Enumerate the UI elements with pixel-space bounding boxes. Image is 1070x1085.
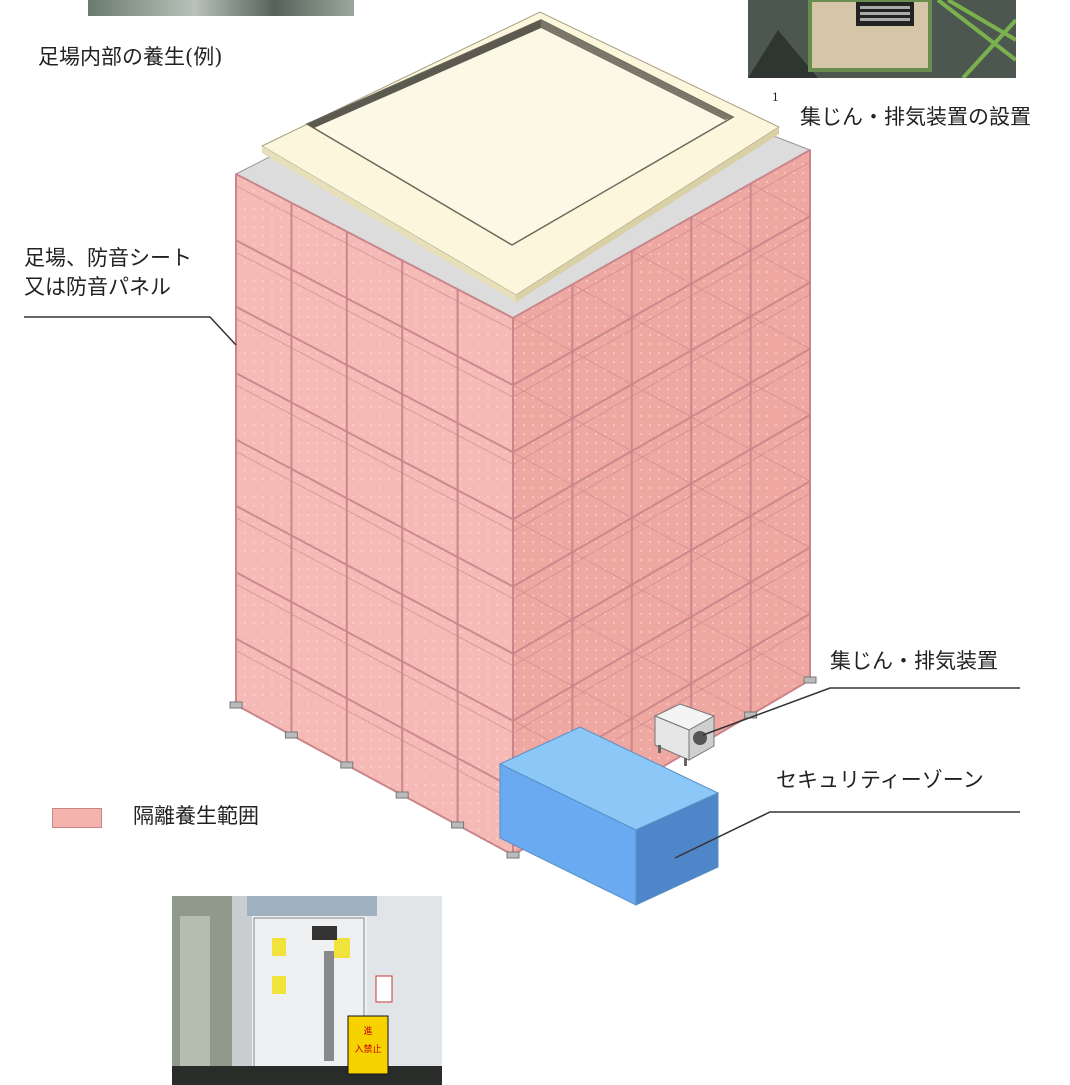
scaffold-rail-left xyxy=(235,583,514,734)
scaffold-label-line1: 足場、防音シート xyxy=(24,246,192,270)
scaffold-brace-right xyxy=(572,283,633,319)
scaffold-floor-line-right xyxy=(512,347,811,521)
security-zone-photo-illustration: 進 入禁止 xyxy=(172,896,442,1085)
scaffold-brace-right xyxy=(690,483,751,517)
scaffold-base-plate xyxy=(284,731,298,739)
sign-text-1: 進 xyxy=(363,1025,372,1037)
legend-isolation-swatch xyxy=(52,808,102,828)
inner-protection-label: 足場内部の養生(例) xyxy=(38,45,223,69)
scaffold-rail-left xyxy=(235,384,514,532)
scaffold-brace-right xyxy=(750,382,811,416)
scaffold-brace-right xyxy=(512,518,573,553)
scaffold-brace-right xyxy=(572,484,633,519)
scaffold-brace-right xyxy=(690,349,751,384)
scaffold-base-plate xyxy=(229,701,243,709)
scaffold-brace-right xyxy=(690,682,751,716)
scaffold-brace-right xyxy=(512,317,573,352)
scaffold-leader-line xyxy=(24,316,237,346)
legend-isolation-label: 隔離養生範囲 xyxy=(133,804,259,828)
scaffold-brace-right xyxy=(631,584,692,618)
scaffold-rail-right xyxy=(512,227,811,398)
scaffold-brace-right xyxy=(572,618,633,652)
scaffold-floor-line-left xyxy=(235,504,514,655)
scaffold-brace-right xyxy=(690,549,751,583)
scaffold-brace-right xyxy=(512,653,573,687)
scaffold-floor-line-right xyxy=(512,546,811,722)
scaffold-brace-right xyxy=(572,551,633,586)
scaffold-brace-right xyxy=(750,249,811,283)
scaffold-base-plate xyxy=(803,676,817,684)
security-zone-photo: 進 入禁止 xyxy=(172,896,442,1085)
security-zone-leader-line xyxy=(674,811,1020,859)
security-zone-box xyxy=(498,726,720,906)
scaffold-rail-right xyxy=(512,293,811,465)
no-entry-sign: 進 入禁止 xyxy=(347,1015,389,1075)
scaffold-brace-right xyxy=(631,450,692,485)
scaffold-brace-right xyxy=(572,350,633,385)
collector-photo-illustration xyxy=(748,0,1016,78)
scaffold-brace-right xyxy=(750,183,811,217)
scaffold-floor-line-right xyxy=(512,215,811,386)
scaffold-base-plate xyxy=(395,791,409,799)
collector-label: 集じん・排気装置 xyxy=(830,649,998,673)
scaffold-rail-left xyxy=(235,185,514,331)
scaffold-brace-right xyxy=(572,685,633,719)
scaffold-floor-line-left xyxy=(235,305,514,454)
scaffold-rail-right xyxy=(512,558,811,734)
scaffold-floor-line-left xyxy=(235,372,514,521)
collector-leader-line xyxy=(702,687,1020,736)
scaffold-base-plate xyxy=(506,851,520,859)
collector-install-photo xyxy=(748,0,1016,78)
scaffold-base-plate xyxy=(340,761,354,769)
scaffold-rail-left xyxy=(235,318,514,465)
scaffold-floor-line-left xyxy=(235,438,514,588)
scaffold-floor-line-right xyxy=(512,414,811,588)
scaffold-rail-right xyxy=(512,360,811,532)
scaffold-brace-right xyxy=(512,384,573,419)
scaffold-brace-right xyxy=(512,586,573,620)
scaffold-brace-right xyxy=(631,250,692,285)
scaffold-floor-line-right xyxy=(512,480,811,655)
scaffold-brace-right xyxy=(690,216,751,251)
scaffold-brace-right xyxy=(572,417,633,452)
scaffold-floor-line-right xyxy=(512,281,811,454)
scaffold-brace-right xyxy=(750,648,811,681)
scaffold-brace-right xyxy=(690,616,751,650)
scaffold-brace-right xyxy=(631,651,692,684)
scaffold-floor-line-left xyxy=(235,571,514,722)
scaffold-rail-right xyxy=(512,492,811,667)
scaffold-rail-left xyxy=(235,704,514,856)
scaffold-brace-right xyxy=(750,515,811,548)
scaffold-rail-left xyxy=(235,650,514,801)
page-mark: 1 xyxy=(772,91,779,104)
scaffold-brace-right xyxy=(631,517,692,551)
scaffold-brace-right xyxy=(750,448,811,482)
scaffold-floor-line-right xyxy=(512,149,811,319)
scaffold-floor-line-left xyxy=(235,239,514,387)
scaffold-brace-right xyxy=(750,316,811,350)
collector-install-label: 集じん・排気装置の設置 xyxy=(800,105,1031,129)
scaffold-brace-right xyxy=(750,581,811,615)
scaffold-brace-right xyxy=(690,416,751,450)
scaffold-floor-line-left xyxy=(235,173,514,319)
scaffold-brace-right xyxy=(512,451,573,486)
scaffold-brace-right xyxy=(631,317,692,351)
sign-text-2: 入禁止 xyxy=(354,1043,381,1055)
security-zone-label: セキュリティーゾーン xyxy=(776,768,984,792)
scaffold-rail-left xyxy=(235,451,514,600)
scaffold-brace-right xyxy=(690,283,751,317)
scaffold-rail-right xyxy=(512,161,811,331)
scaffold-floor-line-left xyxy=(235,637,514,789)
scaffold-label-line2: 又は防音パネル xyxy=(24,275,171,299)
inner-protection-photo xyxy=(88,0,354,16)
scaffold-rail-right xyxy=(512,426,811,600)
scaffold-brace-right xyxy=(631,383,692,418)
scaffold-rail-left xyxy=(235,251,514,398)
scaffold-base-plate xyxy=(451,821,465,829)
scaffold-rail-left xyxy=(235,517,514,667)
